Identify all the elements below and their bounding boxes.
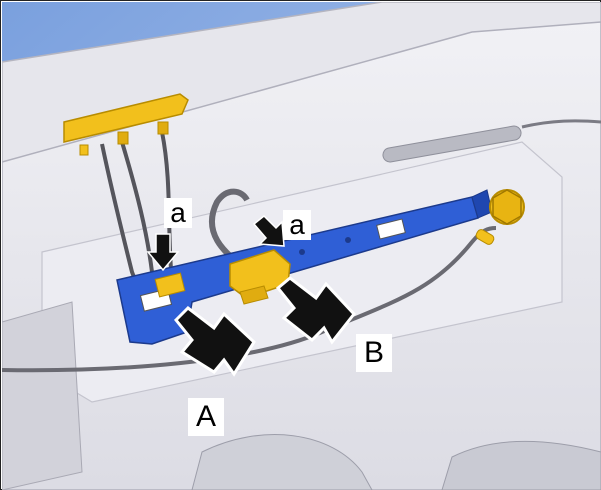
plug-tab <box>79 144 89 156</box>
bracket-socket <box>376 218 406 240</box>
rod <box>382 125 522 163</box>
motion-arrow-A <box>173 306 256 377</box>
callout-a-right: a <box>283 210 311 240</box>
rod-wire <box>521 119 601 129</box>
plug-tab <box>117 131 129 145</box>
plug-tab <box>157 121 169 135</box>
connector-latch <box>239 285 269 305</box>
callout-a-left: a <box>164 198 192 228</box>
sensor-plug <box>63 93 189 143</box>
sensor-connector <box>154 272 186 298</box>
left-pillar <box>2 301 83 490</box>
lower-right-housing <box>441 440 601 490</box>
wire-clip <box>475 229 495 245</box>
bracket-hole <box>345 237 351 243</box>
bolt-head <box>492 189 522 225</box>
label-B: B <box>356 334 392 372</box>
lower-housing <box>191 434 373 490</box>
pointer-arrow-left <box>146 233 180 272</box>
bracket-hole <box>299 249 305 255</box>
motion-arrow-B <box>275 276 356 345</box>
label-A: A <box>188 398 224 436</box>
sensor-wire-2 <box>120 141 154 273</box>
